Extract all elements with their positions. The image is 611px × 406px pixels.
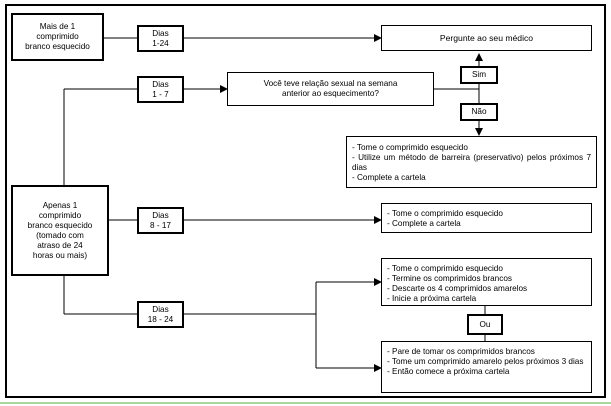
instruction-line: - Descarte os 4 comprimidos amarelos [387, 284, 528, 293]
instruction-line: - Complete a cartela [387, 219, 461, 228]
box-days-18-24-option-a: - Tome o comprimido esquecido - Termine … [381, 258, 592, 306]
box-only-one-forgotten: Apenas 1 comprimido branco esquecido (to… [11, 185, 109, 276]
box-days-1-24: Dias 1-24 [137, 25, 184, 52]
box-yes: Sim [460, 66, 498, 84]
instruction-line: - Tome um comprimido amarelo pelos próxi… [387, 357, 584, 366]
box-no-instructions: - Tome o comprimido esquecido - Utilize … [346, 136, 597, 188]
instruction-line: - Então comece a próxima cartela [387, 367, 510, 376]
box-days-18-24: Dias 18 - 24 [137, 301, 184, 328]
box-text-line: branco esquecido [27, 220, 93, 230]
box-text-line: anterior ao esquecimento? [282, 89, 379, 98]
box-text-line: Dias [152, 28, 169, 38]
instruction-line: - Termine os comprimidos brancos [387, 274, 512, 283]
box-days-8-17: Dias 8 - 17 [137, 207, 184, 234]
instruction-line: - Tome o comprimido esquecido [387, 264, 503, 273]
bottom-divider [0, 402, 611, 404]
box-text-line: (tomado com [36, 230, 84, 240]
box-text-line: Dias [152, 304, 169, 314]
box-ask-doctor: Pergunte ao seu médico [381, 25, 592, 51]
box-text-line: Você teve relação sexual na semana [263, 79, 398, 88]
instruction-line: - Inicie a próxima cartela [387, 294, 477, 303]
box-text-line: atraso de 24 [37, 240, 83, 250]
box-text-line: Dias [152, 210, 169, 220]
box-text-line: comprimido [38, 210, 82, 220]
box-more-than-one-forgotten: Mais de 1 comprimido branco esquecido [11, 13, 104, 61]
instruction-line: - Pare de tomar os comprimidos brancos [387, 347, 535, 356]
box-or: Ou [467, 314, 503, 335]
box-text-line: Mais de 1 [39, 22, 76, 31]
box-text-line: 1 - 7 [152, 89, 169, 99]
box-text-line: Dias [152, 79, 169, 89]
box-text-line: 8 - 17 [150, 220, 171, 230]
instruction-line: - Tome o comprimido esquecido [352, 143, 468, 152]
box-question-intercourse: Você teve relação sexual na semana anter… [227, 72, 434, 106]
box-text-line: Apenas 1 [42, 200, 78, 210]
instruction-line: - Tome o comprimido esquecido [387, 209, 503, 218]
box-days-8-17-instructions: - Tome o comprimido esquecido - Complete… [381, 203, 592, 233]
instruction-line: - Complete a cartela [352, 173, 426, 182]
box-text-line: 18 - 24 [147, 314, 174, 324]
box-days-18-24-option-b: - Pare de tomar os comprimidos brancos -… [381, 341, 592, 393]
box-text-line: horas ou mais) [32, 250, 88, 260]
box-text-line: branco esquecido [25, 42, 90, 51]
box-text-line: 1-24 [152, 38, 169, 48]
box-days-1-7: Dias 1 - 7 [137, 76, 184, 103]
instruction-line: - Utilize um método de barreira (preserv… [352, 153, 591, 172]
diagram-frame [5, 4, 606, 398]
box-text-line: comprimido [36, 32, 79, 41]
box-no: Não [460, 103, 498, 121]
